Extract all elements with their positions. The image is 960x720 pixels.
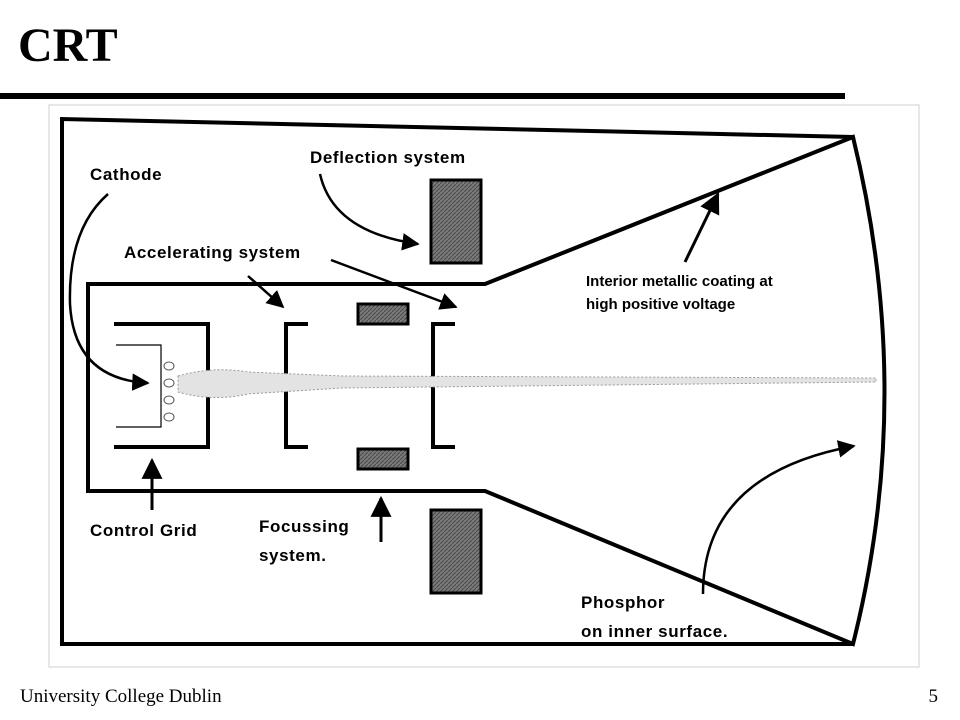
coating-arrow (683, 192, 720, 263)
label-control-grid: Control Grid (90, 521, 197, 540)
label-coating-line2: high positive voltage (586, 296, 735, 313)
phosphor-arrow (701, 440, 856, 595)
accelerating-arrow-left (247, 275, 285, 309)
title-rule (0, 93, 845, 99)
accelerating-arrow-right (330, 258, 458, 310)
crt-diagram: Cathode Deflection system Accelerating s… (48, 104, 920, 668)
label-focussing-line1: Focussing (259, 517, 349, 536)
tube-neck-and-cone (86, 134, 887, 647)
label-accelerating-system: Accelerating system (124, 243, 301, 262)
cathode-filament (116, 344, 162, 428)
label-coating-line1: Interior metallic coating at (586, 273, 773, 290)
slide-title: CRT (18, 19, 118, 72)
label-phosphor-line1: Phosphor (581, 593, 665, 612)
deflection-plate-top (429, 178, 483, 265)
page-number: 5 (928, 686, 939, 707)
label-cathode: Cathode (90, 165, 162, 184)
electron-beam (177, 369, 877, 399)
label-phosphor-line2: on inner surface. (581, 622, 728, 641)
cathode-arrow (68, 193, 150, 391)
focussing-plate-bottom (356, 447, 410, 471)
cathode-emitters (163, 361, 175, 422)
tube-envelope (60, 116, 854, 646)
label-focussing-line2: system. (259, 546, 327, 565)
deflection-arrow (318, 173, 420, 251)
deflection-plate-bottom (429, 508, 483, 595)
footer-institution: University College Dublin (20, 686, 222, 707)
label-deflection-system: Deflection system (310, 148, 466, 167)
focussing-plate-top (356, 302, 410, 326)
